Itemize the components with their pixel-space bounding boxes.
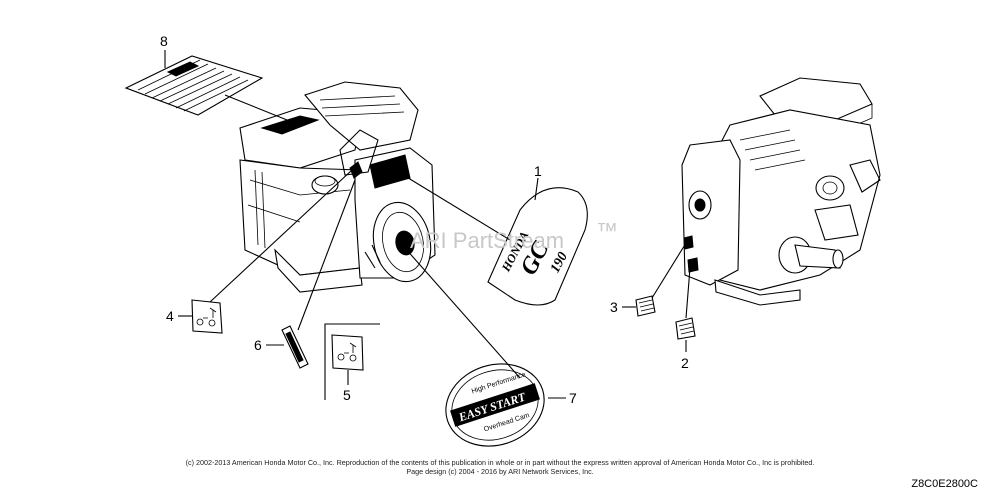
watermark: ARI PartStream ™: [410, 218, 618, 253]
copyright-line-1: (c) 2002-2013 American Honda Motor Co., …: [185, 458, 815, 467]
callout-3: 3: [610, 299, 618, 315]
part-3-label: [635, 295, 656, 317]
callout-2: 2: [681, 355, 689, 371]
part-1-model-decal: HONDA GC 190: [487, 187, 588, 306]
part-2-label: [675, 317, 696, 340]
watermark-text: ARI PartStream: [410, 228, 564, 253]
callout-1: 1: [534, 163, 542, 179]
part-7-round-decal: High Performance EASY START Overhead Cam: [445, 363, 545, 447]
part-4-sticker: [191, 299, 223, 334]
callout-8: 8: [160, 33, 168, 49]
part-8-label: [124, 55, 264, 116]
part-5-sticker: [331, 334, 364, 371]
leader-lines: [164, 50, 691, 400]
callout-6: 6: [254, 337, 262, 353]
watermark-tm: ™: [596, 218, 618, 243]
diagram-code: Z8C0E2800C: [911, 478, 978, 490]
callout-5: 5: [343, 387, 351, 403]
copyright-line-2: Page design (c) 2004 - 2016 by ARI Netwo…: [406, 467, 594, 476]
part-6-strip: [281, 325, 309, 369]
callout-4: 4: [166, 308, 174, 324]
engine-right-view: [681, 77, 881, 306]
callout-7: 7: [569, 390, 577, 406]
